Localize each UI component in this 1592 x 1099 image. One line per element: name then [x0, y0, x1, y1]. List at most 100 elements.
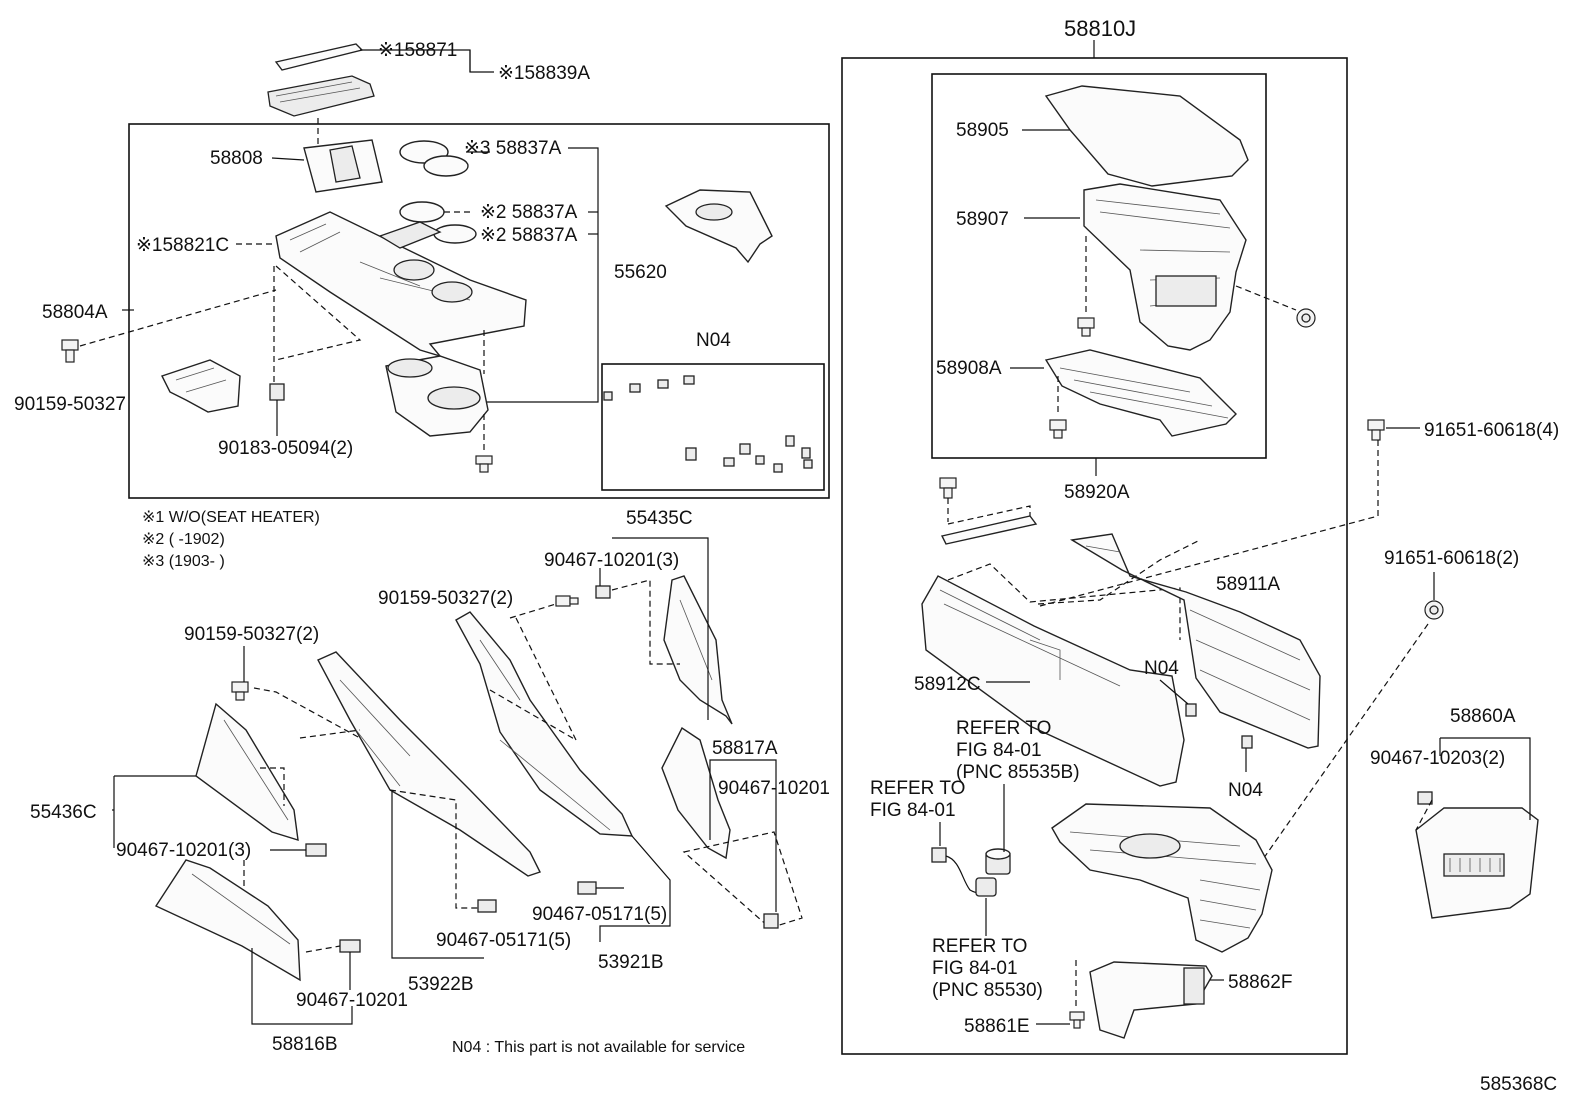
- side-panel-58911A: [1069, 533, 1321, 749]
- label-55436C: 55436C: [30, 802, 97, 823]
- label-90159-50327-2a: 90159-50327(2): [378, 588, 513, 609]
- note-3: ※3 (1903- ): [142, 553, 225, 570]
- label-55620: 55620: [614, 262, 667, 283]
- bolt-91651-2: [1424, 600, 1444, 620]
- armrest-lid-58905: [1044, 85, 1249, 187]
- label-58911A: 58911A: [1216, 574, 1280, 595]
- label-n04-a: N04: [1144, 658, 1179, 679]
- bezel-58839A: [267, 75, 375, 117]
- console-panel-small: [664, 189, 773, 264]
- bracket-lower-left: [161, 359, 241, 413]
- refer-3-line-1: REFER TO: [932, 936, 1027, 957]
- screw-58908A: [1049, 419, 1067, 439]
- cup-ring-58837A-2b: [433, 224, 477, 244]
- refer-1-line-1: REFER TO: [956, 718, 1051, 739]
- trim-55435C: [663, 575, 733, 725]
- label-90467-10201-c: 90467-10201: [296, 990, 408, 1011]
- cup-holder-55620: [385, 355, 489, 437]
- cup-ring-58837A-2a: [399, 201, 445, 223]
- label-58804A: 58804A: [42, 302, 108, 323]
- n04-clip-a: [1185, 703, 1197, 717]
- label-90467-05171-5b: 90467-05171(5): [436, 930, 571, 951]
- bezel-58871: [274, 43, 364, 71]
- bolt-console-top: [939, 477, 957, 499]
- refer-3-line-3: (PNC 85530): [932, 980, 1043, 1001]
- label-n04-box: N04: [696, 330, 731, 351]
- refer-1-line-2: FIG 84-01: [956, 740, 1042, 761]
- trim-53922B: [317, 651, 541, 877]
- figure-id: 585368C: [1480, 1074, 1557, 1095]
- trim-53921B: [455, 611, 634, 837]
- clip-90467-10201-3: [595, 585, 611, 599]
- clip-90467-10201-a: [305, 843, 327, 857]
- wire-harness: [931, 847, 1011, 897]
- label-58816B: 58816B: [272, 1034, 338, 1055]
- bolt-90159-left: [61, 339, 79, 363]
- shift-boot-58808: [303, 139, 383, 193]
- trim-58817A: [661, 726, 731, 860]
- armrest-base-58908A: [1044, 349, 1237, 437]
- clip-90183: [269, 383, 285, 401]
- bolt-90159-lower: [231, 681, 249, 701]
- armrest-group-box: [931, 73, 1267, 459]
- upper-panel-58804A: [275, 211, 527, 358]
- armrest-hinge-58907: [1083, 183, 1247, 351]
- n04-clips: [603, 375, 813, 473]
- label-58821C: ※158821C: [136, 235, 229, 256]
- label-91651-4: 91651-60618(4): [1424, 420, 1559, 441]
- left-upper-group-box: [128, 123, 830, 499]
- clip-90467-05171-b: [577, 881, 597, 895]
- note-1: ※1 W/O(SEAT HEATER): [142, 509, 320, 526]
- n04-clip-b: [1241, 735, 1253, 749]
- note-2: ※2 ( -1902): [142, 531, 225, 548]
- refer-3-line-2: FIG 84-01: [932, 958, 1018, 979]
- bolt-90159-upper: [555, 595, 579, 607]
- label-58871: ※158871: [378, 40, 457, 61]
- clip-90467-10203: [1417, 791, 1433, 805]
- refer-1-line-3: (PNC 85535B): [956, 762, 1080, 783]
- label-55435C: 55435C: [626, 508, 693, 529]
- screw-58861E: [1069, 1011, 1085, 1029]
- label-58817A: 58817A: [712, 738, 778, 759]
- console-tray: [1051, 803, 1273, 953]
- bolt-91651-4: [1367, 419, 1385, 441]
- screw-58907-left: [1077, 317, 1095, 337]
- label-58837A-2a: ※2 58837A: [480, 202, 578, 223]
- label-58837A-3: ※3 58837A: [464, 138, 562, 159]
- label-90159-50327-2b: 90159-50327(2): [184, 624, 319, 645]
- label-58912C: 58912C: [914, 674, 981, 695]
- duct-58862F: [1089, 961, 1213, 1039]
- label-58907: 58907: [956, 209, 1009, 230]
- rail-strip: [940, 515, 1038, 545]
- label-58920A: 58920A: [1064, 482, 1130, 503]
- label-90183: 90183-05094(2): [218, 438, 353, 459]
- rear-vent-58860A: [1415, 807, 1539, 919]
- label-90467-10201-3a: 90467-10201(3): [544, 550, 679, 571]
- refer-2-line-1: REFER TO: [870, 778, 965, 799]
- footnote: N04 : This part is not available for ser…: [452, 1039, 745, 1056]
- n04-group-box: [601, 363, 825, 491]
- label-53922B: 53922B: [408, 974, 474, 995]
- clip-90467-10201-b: [763, 913, 779, 929]
- label-91651-2: 91651-60618(2): [1384, 548, 1519, 569]
- screw-58907-right: [1296, 308, 1316, 328]
- label-58837A-2b: ※2 58837A: [480, 225, 578, 246]
- trim-58816B: [154, 859, 301, 982]
- label-58862F: 58862F: [1228, 972, 1292, 993]
- clip-90467-10201-c: [339, 939, 361, 953]
- label-n04-b: N04: [1228, 780, 1263, 801]
- label-58860A: 58860A: [1450, 706, 1516, 727]
- cup-ring-58837A-3: [399, 140, 469, 177]
- clip-90467-05171-a: [477, 899, 497, 913]
- refer-2-line-2: FIG 84-01: [870, 800, 956, 821]
- bolt-cupholder: [475, 455, 493, 473]
- label-90467-10203: 90467-10203(2): [1370, 748, 1505, 769]
- label-90467-10201-b: 90467-10201: [718, 778, 830, 799]
- trim-55436C: [195, 702, 299, 841]
- label-58808: 58808: [210, 148, 263, 169]
- label-90159-left: 90159-50327: [14, 394, 126, 415]
- label-58905: 58905: [956, 120, 1009, 141]
- label-90467-10201-3b: 90467-10201(3): [116, 840, 251, 861]
- label-53921B: 53921B: [598, 952, 664, 973]
- label-58839A: ※158839A: [498, 63, 590, 84]
